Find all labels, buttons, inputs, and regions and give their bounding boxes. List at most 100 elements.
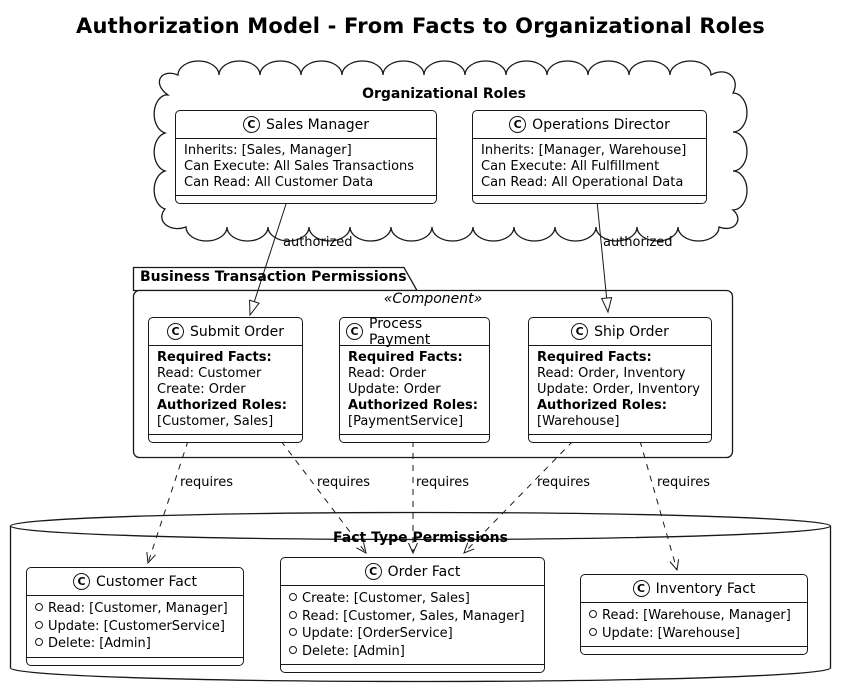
class-icon: C (346, 323, 363, 340)
class-header: C Submit Order (149, 318, 302, 346)
class-attributes: Required Facts: Read: Order Update: Orde… (340, 346, 489, 435)
field-line: Read: [Customer, Manager] (35, 600, 235, 618)
class-name: Process Payment (369, 315, 431, 348)
field-text: Read: [Customer, Sales, Manager] (302, 608, 525, 624)
field-circle-icon (35, 603, 43, 611)
field-line: Read: [Warehouse, Manager] (589, 607, 799, 625)
package-title: Business Transaction Permissions (140, 269, 407, 285)
class-footer (581, 647, 807, 654)
class-icon: C (167, 323, 185, 340)
class-ship-order: C Ship Order Required Facts: Read: Order… (528, 317, 712, 443)
attribute-line: [Warehouse] (537, 414, 620, 429)
attribute-line: Create: Order (157, 382, 246, 397)
attribute-line: Required Facts: (348, 350, 463, 365)
field-circle-icon (35, 620, 43, 629)
class-operations-director: C Operations Director Inherits: [Manager… (472, 110, 707, 204)
class-process-payment: C Process Payment Required Facts: Read: … (339, 315, 490, 443)
class-attributes: Read: [Customer, Manager] Update: [Custo… (27, 596, 243, 658)
attribute-line: Authorized Roles: (157, 398, 287, 413)
field-text: Update: [Warehouse] (602, 625, 740, 641)
field-text: Read: [Warehouse, Manager] (602, 608, 791, 623)
class-icon: C (73, 573, 90, 590)
attribute-line: Update: Order, Inventory (537, 382, 700, 397)
class-name: Sales Manager (265, 116, 370, 133)
class-icon: C (364, 563, 382, 580)
attribute-line: [Customer, Sales] (157, 414, 274, 429)
attribute-line: Can Execute: All Fulfillment (481, 159, 660, 174)
class-attributes: Create: [Customer, Sales] Read: [Custome… (281, 586, 544, 665)
component-stereotype: «Component» (383, 291, 483, 307)
class-attributes: Required Facts: Read: Order, Inventory U… (529, 346, 711, 435)
edge-sales-manager-to-submit-order (249, 200, 288, 317)
field-line: Update: [OrderService] (289, 625, 536, 643)
diagram-title: Authorization Model - From Facts to Orga… (76, 14, 765, 38)
class-footer (27, 658, 243, 665)
field-circle-icon (289, 645, 297, 654)
class-icon: C (509, 116, 527, 133)
class-footer (176, 196, 436, 203)
class-attributes: Inherits: [Sales, Manager] Can Execute: … (176, 139, 436, 196)
class-icon: C (242, 116, 260, 133)
attribute-line: Update: Order (348, 382, 441, 397)
field-text: Delete: [Admin] (302, 643, 405, 659)
attribute-line: Required Facts: (157, 350, 272, 365)
class-header: C Customer Fact (27, 568, 243, 596)
class-footer (340, 435, 489, 442)
database-title: Fact Type Permissions (333, 530, 508, 546)
attribute-line: Read: Order (348, 366, 427, 381)
edge-label-authorized: authorized (603, 235, 673, 250)
field-circle-icon (589, 610, 597, 618)
attribute-line: Authorized Roles: (348, 398, 478, 413)
field-circle-icon (289, 610, 297, 619)
attribute-line: Inherits: [Manager, Warehouse] (481, 143, 687, 158)
class-icon: C (632, 580, 650, 597)
class-footer (149, 435, 302, 442)
class-footer (529, 435, 711, 442)
field-line: Read: [Customer, Sales, Manager] (289, 608, 536, 626)
field-line: Update: [CustomerService] (35, 618, 235, 636)
class-header: C Process Payment (340, 315, 489, 348)
class-name: Customer Fact (96, 573, 197, 590)
class-name: Inventory Fact (655, 580, 756, 597)
class-sales-manager: C Sales Manager Inherits: [Sales, Manage… (175, 110, 437, 204)
class-submit-order: C Submit Order Required Facts: Read: Cus… (148, 317, 303, 443)
edge-label-requires: requires (537, 475, 590, 490)
class-name: Ship Order (594, 323, 669, 340)
attribute-line: Can Read: All Customer Data (184, 175, 374, 190)
class-header: C Inventory Fact (581, 575, 807, 603)
edge-submit-order-to-customer-fact (146, 440, 189, 565)
attribute-line: Required Facts: (537, 350, 652, 365)
field-line: Create: [Customer, Sales] (289, 590, 536, 608)
edge-ship-order-to-inventory-fact (639, 440, 680, 572)
field-text: Update: [OrderService] (302, 626, 453, 641)
class-footer (473, 196, 706, 203)
edge-label-requires: requires (416, 475, 469, 490)
class-inventory-fact: C Inventory Fact Read: [Warehouse, Manag… (580, 574, 808, 655)
attribute-line: Read: Customer (157, 366, 262, 381)
field-circle-icon (289, 593, 297, 601)
field-line: Delete: [Admin] (289, 643, 536, 661)
field-circle-icon (289, 628, 297, 636)
class-attributes: Read: [Warehouse, Manager] Update: [Ware… (581, 603, 807, 647)
edge-label-authorized: authorized (283, 235, 353, 250)
class-customer-fact: C Customer Fact Read: [Customer, Manager… (26, 567, 244, 666)
attribute-line: Can Execute: All Sales Transactions (184, 159, 415, 174)
class-header: C Ship Order (529, 318, 711, 346)
class-attributes: Inherits: [Manager, Warehouse] Can Execu… (473, 139, 706, 196)
attribute-line: Read: Order, Inventory (537, 366, 686, 381)
attribute-line: [PaymentService] (348, 414, 464, 429)
field-circle-icon (35, 638, 43, 646)
class-header: C Order Fact (281, 558, 544, 586)
cloud-title: Organizational Roles (362, 86, 526, 102)
class-name: Operations Director (532, 116, 670, 133)
attribute-line: Can Read: All Operational Data (481, 175, 684, 190)
class-name: Submit Order (190, 323, 284, 340)
class-header: C Operations Director (473, 111, 706, 139)
field-text: Delete: [Admin] (48, 636, 151, 651)
class-header: C Sales Manager (176, 111, 436, 139)
field-line: Update: [Warehouse] (589, 625, 799, 643)
edge-operations-director-to-ship-order (596, 200, 613, 314)
field-text: Create: [Customer, Sales] (302, 591, 470, 606)
class-name: Order Fact (387, 563, 461, 580)
edge-label-requires: requires (180, 475, 233, 490)
